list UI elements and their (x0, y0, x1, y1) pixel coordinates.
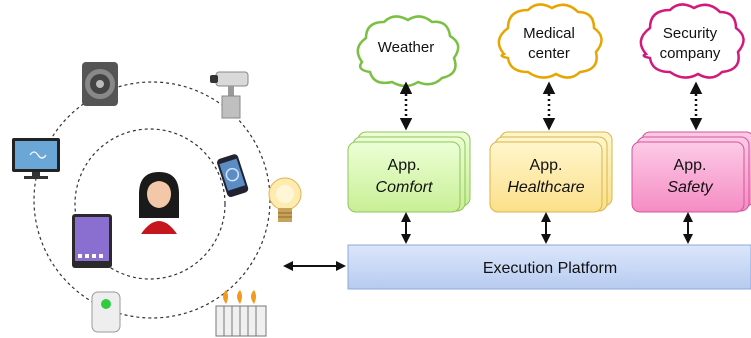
bulb-icon (268, 177, 302, 222)
app-safety: App. Safety (631, 131, 751, 213)
cloud-weather: Weather (356, 15, 460, 88)
app-healthcare-name: Healthcare (507, 179, 584, 196)
inner-circle (74, 128, 226, 280)
user-icon (139, 172, 179, 234)
app-healthcare: App. Healthcare (489, 131, 613, 213)
security-label-line1: Security (663, 25, 718, 42)
medical-label-line1: Medical (523, 25, 575, 42)
medical-label-line2: center (528, 45, 570, 62)
camera-icon (210, 71, 249, 119)
app-healthcare-prefix: App. (530, 157, 563, 174)
cloud-medical: Medical center (497, 3, 603, 79)
weather-label: Weather (378, 39, 434, 56)
app-safety-prefix: App. (674, 157, 707, 174)
cloud-security: Security company (639, 3, 745, 79)
platform-label: Execution Platform (483, 260, 617, 277)
app-comfort: App. Comfort (347, 131, 471, 213)
sensor-icon (91, 291, 121, 333)
tablet-icon (72, 214, 112, 268)
phone-icon (217, 154, 249, 198)
security-label-line2: company (660, 45, 721, 62)
heater-icon (215, 290, 267, 337)
speaker-icon (82, 62, 118, 106)
app-safety-name: Safety (667, 179, 713, 196)
tv-icon (12, 138, 60, 179)
app-comfort-prefix: App. (388, 157, 421, 174)
execution-platform: Execution Platform (347, 244, 751, 290)
app-comfort-name: Comfort (376, 179, 433, 196)
